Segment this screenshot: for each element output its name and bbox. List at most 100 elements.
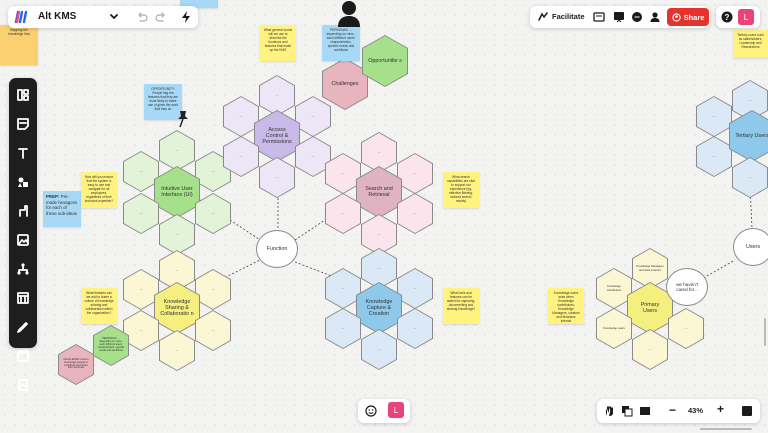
chevron-down-icon[interactable] <box>109 12 119 22</box>
frame-tool[interactable] <box>12 345 34 367</box>
lightning-icon[interactable] <box>180 10 192 24</box>
user-avatar[interactable]: L <box>738 9 754 25</box>
mindmap-tool[interactable] <box>12 258 34 280</box>
share-note-sticky[interactable]: What features can we add to foster a cul… <box>81 288 117 324</box>
person-icon <box>338 1 360 27</box>
hex-pu-left[interactable]: Knowledge contributors <box>596 268 632 309</box>
bottom-avatar[interactable]: L <box>388 402 404 418</box>
hex-share-4[interactable]: ... <box>123 310 159 351</box>
edge-sticky-top-right[interactable]: Tertiary users such as stakeholders, Lea… <box>733 30 768 58</box>
persona-sticky[interactable]: PERSONAS → depending on roles - each dif… <box>322 25 360 61</box>
miro-logo-icon <box>13 9 31 25</box>
present-icon[interactable] <box>613 11 625 23</box>
user-icon[interactable] <box>649 11 661 23</box>
zoom-panel: − 43% + <box>597 399 760 423</box>
facilitate-button[interactable]: Facilitate <box>552 12 585 21</box>
hex-access-1[interactable]: ... <box>259 75 295 116</box>
prep-title: PREP: <box>46 194 60 199</box>
hex-ui-6[interactable]: ... <box>159 214 195 255</box>
facilitate-icon <box>538 12 548 21</box>
shapes-tool[interactable] <box>12 171 34 193</box>
templates-tool[interactable] <box>12 84 34 106</box>
share-button[interactable]: Share <box>667 8 709 26</box>
reactions-panel: L <box>358 399 410 423</box>
hex-pu-bottom[interactable]: ... <box>632 329 668 370</box>
function-node[interactable]: Function <box>256 230 298 268</box>
hex-share-6[interactable]: ... <box>159 330 195 371</box>
frame-icon <box>17 349 29 362</box>
vertical-scrollbar[interactable] <box>764 318 766 346</box>
hex-capture-3[interactable]: ... <box>397 268 433 309</box>
general-words-sticky[interactable]: What general words will we use to descri… <box>260 25 296 61</box>
layers-icon[interactable] <box>621 405 633 417</box>
fit-screen-icon[interactable] <box>741 405 753 417</box>
hex-share-2[interactable]: ... <box>123 269 159 310</box>
hex-access-2[interactable]: ... <box>223 96 259 137</box>
hex-share-pink[interactable]: CHALLENGE: How to encourage people to co… <box>58 344 94 385</box>
zoom-out-button[interactable]: − <box>669 403 677 417</box>
upload-icon <box>18 378 28 391</box>
opportunity-sticky[interactable]: OPPORTUNITY: People flag the features th… <box>144 84 182 120</box>
cards-icon[interactable] <box>593 11 605 23</box>
horizontal-scrollbar[interactable] <box>700 428 752 430</box>
svg-text:?: ? <box>725 13 730 22</box>
text-icon <box>18 147 28 159</box>
share-user-icon <box>671 12 681 22</box>
undo-icon[interactable] <box>136 11 148 23</box>
emoji-icon[interactable] <box>365 405 377 417</box>
help-avatar-panel: ? L <box>716 6 760 28</box>
templates-icon <box>17 88 29 101</box>
left-toolbar <box>9 78 37 391</box>
image-icon <box>17 233 29 246</box>
board-header: Alt KMS <box>8 6 198 28</box>
text-tool[interactable] <box>12 142 34 164</box>
mindmap-icon <box>17 262 29 275</box>
table-icon <box>17 291 29 304</box>
sticky-note-tool[interactable] <box>12 113 34 135</box>
hex-capture-6[interactable]: ... <box>361 329 397 370</box>
hand-icon[interactable] <box>603 405 615 417</box>
board-name[interactable]: Alt KMS <box>38 11 77 22</box>
hex-capture-5[interactable]: ... <box>397 308 433 349</box>
uncared-node[interactable]: we haven't cared for... <box>666 268 708 306</box>
zoom-in-button[interactable]: + <box>717 402 725 416</box>
ui-note-sticky[interactable]: How will you ensure that the system is e… <box>81 172 117 208</box>
edge-sticky-top-left[interactable]: Mapping the knowledge flow <box>0 25 38 65</box>
users-node[interactable]: Users <box>733 228 768 266</box>
hex-capture-2[interactable]: ... <box>325 268 361 309</box>
comment-tool[interactable] <box>12 200 34 222</box>
hex-share-3[interactable]: ... <box>195 269 231 310</box>
hex-intuitive-ui[interactable]: Intuitive User Interface (UI) <box>154 166 200 218</box>
prep-sticky[interactable]: PREP: Pre-made hexagons for each of thes… <box>43 191 81 227</box>
map-icon[interactable] <box>639 405 651 417</box>
top-blue-sticky[interactable] <box>180 0 218 8</box>
shapes-icon <box>18 177 28 187</box>
hex-share-5[interactable]: ... <box>195 310 231 351</box>
capture-note-sticky[interactable]: What tools and features can be added for… <box>443 288 479 324</box>
hex-tertiary-1[interactable]: ... <box>732 80 768 121</box>
pen-icon <box>17 321 28 333</box>
hex-capture-4[interactable]: ... <box>325 308 361 349</box>
prep-body: Pre-made hexagons for each of these sub-… <box>46 194 78 216</box>
redo-icon[interactable] <box>155 11 167 23</box>
share-label: Share <box>683 12 705 22</box>
hex-knowledge-capture[interactable]: Knowledge Capture & Creation <box>356 282 402 334</box>
llama-icon <box>19 204 28 217</box>
hex-primary-users[interactable]: Primary Users <box>627 282 673 334</box>
help-icon[interactable]: ? <box>721 11 733 23</box>
zoom-level[interactable]: 43% <box>688 406 704 415</box>
comment-icon[interactable] <box>631 11 643 23</box>
hex-pu-bl[interactable]: Knowledge users <box>596 308 632 349</box>
upload-tool[interactable] <box>12 374 34 396</box>
table-tool[interactable] <box>12 287 34 309</box>
pen-tool[interactable] <box>12 316 34 338</box>
hex-tertiary-2[interactable]: ... <box>696 96 732 137</box>
pushpin-icon <box>178 111 188 128</box>
users-note-sticky[interactable]: Knowledge users arise when Knowledge con… <box>548 288 584 324</box>
collab-toolbar: Facilitate Share <box>530 6 710 28</box>
hex-pu-br[interactable]: ... <box>668 308 704 349</box>
image-tool[interactable] <box>12 229 34 251</box>
hex-share-green[interactable]: PERSONAS → depending on roles - each dif… <box>93 325 129 366</box>
search-note-sticky[interactable]: What search capabilities are vital to su… <box>443 172 479 208</box>
